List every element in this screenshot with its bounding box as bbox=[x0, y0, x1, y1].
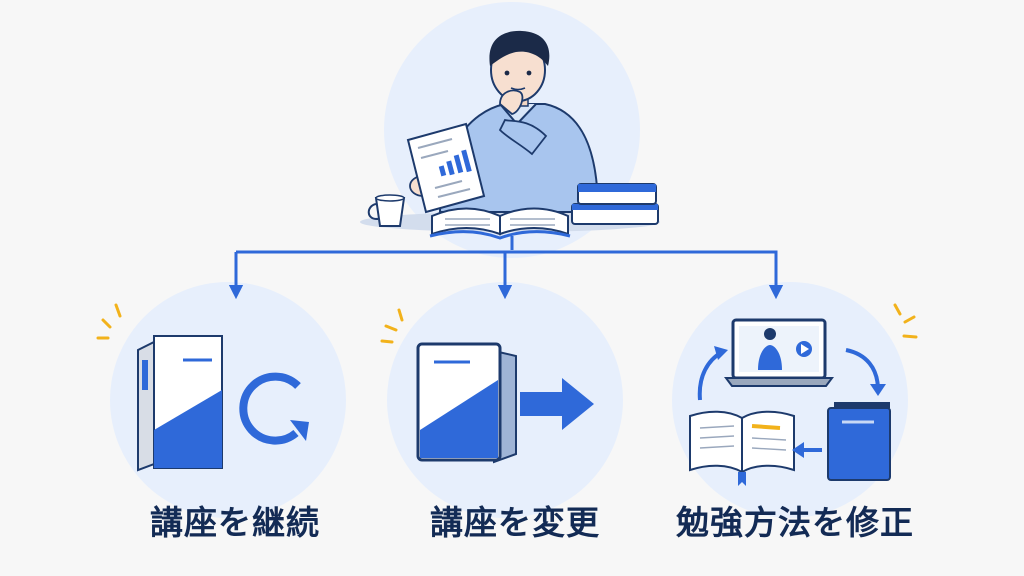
laptop-video-icon bbox=[724, 318, 834, 387]
tablet-icon bbox=[416, 342, 517, 464]
blue-book-icon bbox=[827, 402, 891, 481]
book-stack-icon bbox=[571, 183, 659, 225]
spark-lines-2 bbox=[380, 308, 404, 344]
option-label-fix-method: 勉強方法を修正 bbox=[676, 503, 914, 542]
arrow-right-icon bbox=[520, 378, 594, 430]
textbook-icon bbox=[137, 335, 223, 472]
spark-lines-1 bbox=[96, 303, 122, 340]
open-book-icon-2 bbox=[689, 410, 795, 486]
report-chart-icon bbox=[406, 122, 486, 214]
option-circle-3 bbox=[672, 282, 908, 518]
refresh-icon bbox=[239, 372, 309, 445]
option-label-continue: 講座を継続 bbox=[150, 503, 320, 542]
connector-lines bbox=[228, 236, 784, 300]
open-book-icon bbox=[429, 207, 571, 240]
spark-lines-3 bbox=[893, 303, 918, 339]
coffee-cup-icon bbox=[367, 194, 406, 227]
option-label-change: 講座を変更 bbox=[430, 503, 600, 542]
cycle-arrows-icon bbox=[697, 346, 886, 458]
